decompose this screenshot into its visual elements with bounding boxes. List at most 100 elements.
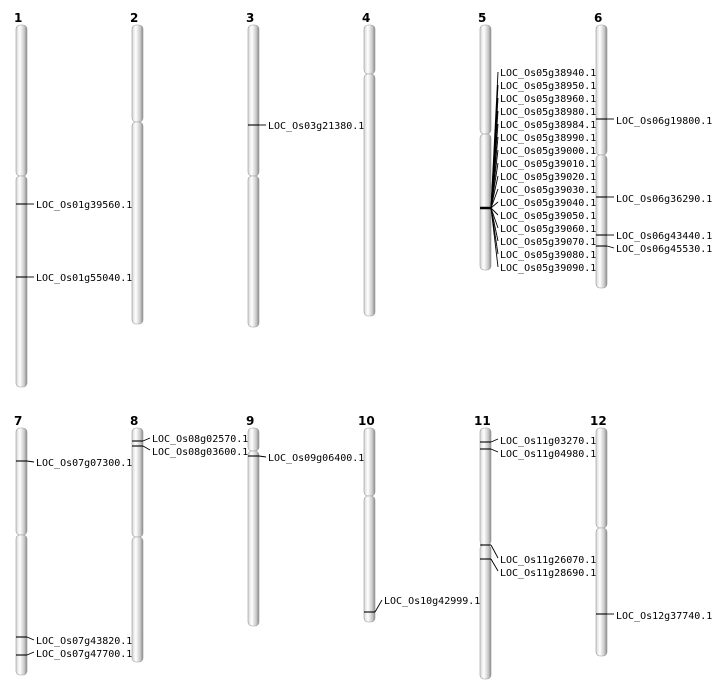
chromosome-number: 8 <box>130 414 138 428</box>
chromosome-11: 11 LOC_Os11g03270.1 LOC_Os11g04980.1 LOC… <box>474 414 596 680</box>
chromosome-arm <box>131 24 144 123</box>
gene-marker: LOC_Os11g04980.1 <box>480 448 596 460</box>
gene-marker: LOC_Os06g43440.1 <box>596 231 712 242</box>
chromosome-arm <box>363 427 376 497</box>
chromosome-3: 3 LOC_Os03g21380.1 <box>246 11 364 328</box>
gene-marker: LOC_Os07g47700.1 <box>16 649 132 660</box>
gene-marker: LOC_Os03g21380.1 <box>248 121 364 132</box>
gene-marker: LOC_Os12g37740.1 <box>596 611 712 622</box>
chromosome-number: 2 <box>130 11 138 25</box>
gene-marker: LOC_Os05g39030.1 <box>490 185 596 209</box>
gene-label: LOC_Os11g03270.1 <box>500 436 596 447</box>
gene-label: LOC_Os05g38940.1 <box>500 68 596 79</box>
chromosome-number: 7 <box>14 414 22 428</box>
chromosome-arm <box>363 495 376 623</box>
gene-label: LOC_Os05g39070.1 <box>500 237 596 248</box>
gene-marker: LOC_Os06g36290.1 <box>596 194 712 205</box>
gene-marker: LOC_Os07g07300.1 <box>16 458 132 469</box>
gene-label: LOC_Os06g43440.1 <box>616 231 712 242</box>
chromosome-arm <box>479 24 492 135</box>
chromosome-1: 1 LOC_Os01g39560.1 LOC_Os01g55040.1 <box>14 11 132 388</box>
chromosome-number: 9 <box>246 414 254 428</box>
gene-marker: LOC_Os11g03270.1 <box>480 436 596 447</box>
chromosome-5: 5 LOC_Os05g38940.1 LOC_Os05g38950.1 LOC_… <box>478 11 596 274</box>
chromosome-arm <box>363 24 376 75</box>
chromosome-arm <box>131 536 144 663</box>
gene-marker: LOC_Os09g06400.1 <box>248 453 364 464</box>
chromosome-arm <box>247 24 260 177</box>
chromosome-arm <box>595 527 608 657</box>
gene-label: LOC_Os11g28690.1 <box>500 568 596 579</box>
gene-label: LOC_Os06g45530.1 <box>616 244 712 255</box>
chromosome-12: 12 LOC_Os12g37740.1 <box>590 414 712 657</box>
chromosome-arm <box>479 427 492 546</box>
gene-label: LOC_Os11g04980.1 <box>500 449 596 460</box>
gene-label: LOC_Os07g43820.1 <box>36 636 132 647</box>
gene-label: LOC_Os05g38990.1 <box>500 133 596 144</box>
chromosome-6: 6 LOC_Os06g19800.1 LOC_Os06g36290.1 LOC_… <box>594 11 712 289</box>
gene-label: LOC_Os12g37740.1 <box>616 611 712 622</box>
chromosome-arm <box>479 544 492 680</box>
gene-label: LOC_Os05g39000.1 <box>500 146 596 157</box>
gene-label: LOC_Os05g38984.1 <box>500 120 596 131</box>
gene-label: LOC_Os01g55040.1 <box>36 273 132 284</box>
chromosome-number: 4 <box>362 11 370 25</box>
gene-marker: LOC_Os08g03600.1 <box>132 445 248 458</box>
chromosome-arm <box>131 427 144 538</box>
chromosome-arm <box>247 427 260 452</box>
gene-label: LOC_Os09g06400.1 <box>268 453 364 464</box>
gene-label: LOC_Os11g26070.1 <box>500 555 596 566</box>
chromosome-arm <box>363 73 376 317</box>
chromosome-2: 2 <box>130 11 144 325</box>
chromosome-number: 6 <box>594 11 602 25</box>
chromosome-arm <box>131 121 144 325</box>
chromosome-number: 10 <box>358 414 375 428</box>
gene-label: LOC_Os03g21380.1 <box>268 121 364 132</box>
gene-label: LOC_Os10g42999.1 <box>384 596 480 607</box>
gene-label: LOC_Os06g36290.1 <box>616 194 712 205</box>
chromosome-9: 9 LOC_Os09g06400.1 <box>246 414 364 627</box>
gene-label: LOC_Os01g39560.1 <box>36 200 132 211</box>
gene-label: LOC_Os05g39060.1 <box>500 224 596 235</box>
gene-marker: LOC_Os01g55040.1 <box>16 273 132 284</box>
gene-marker: LOC_Os08g02570.1 <box>132 434 248 445</box>
chromosome-arm <box>595 427 608 529</box>
gene-label: LOC_Os07g07300.1 <box>36 458 132 469</box>
chromosome-arm <box>15 427 28 536</box>
gene-label: LOC_Os07g47700.1 <box>36 649 132 660</box>
gene-marker: LOC_Os11g26070.1 <box>480 544 596 566</box>
gene-label: LOC_Os05g39030.1 <box>500 185 596 196</box>
gene-label: LOC_Os05g39080.1 <box>500 250 596 261</box>
chromosome-number: 1 <box>14 11 22 25</box>
chromosome-number: 3 <box>246 11 254 25</box>
chromosome-arm <box>595 24 608 156</box>
gene-marker: LOC_Os05g39020.1 <box>490 172 596 209</box>
chromosome-arm <box>247 450 260 627</box>
gene-label: LOC_Os05g38950.1 <box>500 81 596 92</box>
gene-marker: LOC_Os06g19800.1 <box>596 116 712 127</box>
gene-marker: LOC_Os05g38990.1 <box>490 133 596 209</box>
gene-label: LOC_Os05g38980.1 <box>500 107 596 118</box>
chromosome-4: 4 <box>362 11 376 317</box>
gene-marker: LOC_Os01g39560.1 <box>16 200 132 211</box>
chromosome-arm <box>15 534 28 676</box>
chromosome-arm <box>247 175 260 328</box>
gene-label: LOC_Os05g39020.1 <box>500 172 596 183</box>
chromosome-10: 10 LOC_Os10g42999.1 <box>358 414 480 623</box>
chromosome-7: 7 LOC_Os07g07300.1 LOC_Os07g43820.1 LOC_… <box>14 414 132 676</box>
gene-marker: LOC_Os05g39050.1 <box>490 207 596 222</box>
chromosome-8: 8 LOC_Os08g02570.1 LOC_Os08g03600.1 <box>130 414 248 663</box>
gene-label: LOC_Os05g38960.1 <box>500 94 596 105</box>
chromosome-arm <box>479 133 492 271</box>
gene-label: LOC_Os05g39040.1 <box>500 198 596 209</box>
gene-marker: LOC_Os10g42999.1 <box>364 596 480 613</box>
gene-marker: LOC_Os05g39090.1 <box>490 207 596 274</box>
gene-marker: LOC_Os07g43820.1 <box>16 636 132 647</box>
gene-label: LOC_Os08g03600.1 <box>152 447 248 458</box>
gene-label: LOC_Os08g02570.1 <box>152 434 248 445</box>
chromosome-arm <box>595 154 608 289</box>
gene-label: LOC_Os05g39050.1 <box>500 211 596 222</box>
gene-label: LOC_Os05g39010.1 <box>500 159 596 170</box>
gene-marker: LOC_Os05g39010.1 <box>490 159 596 209</box>
